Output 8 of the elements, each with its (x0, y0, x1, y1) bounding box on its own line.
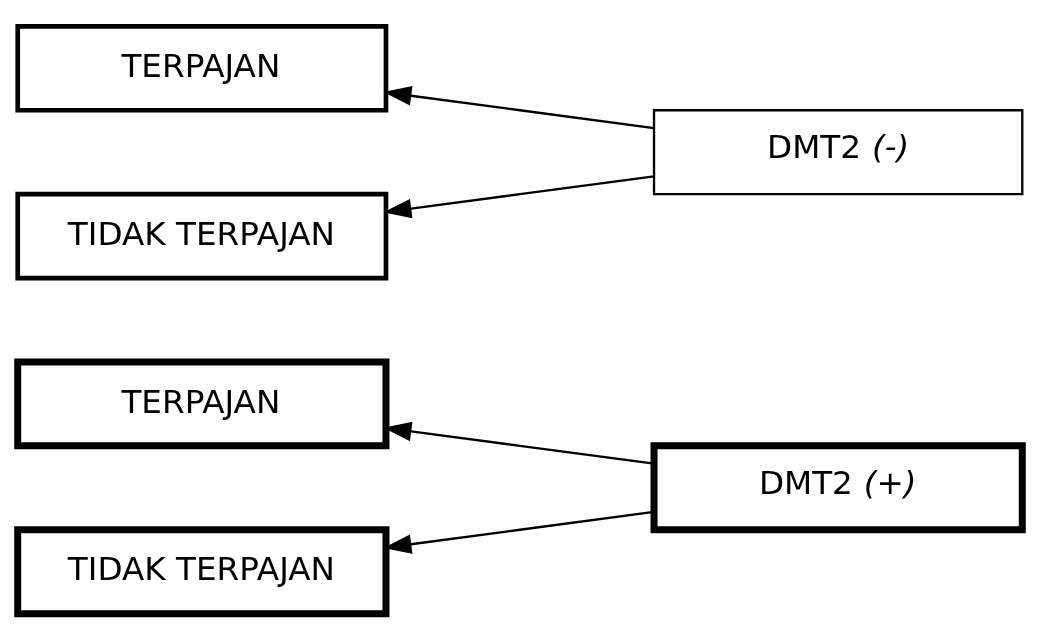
node-box: TERPAJAN (14, 357, 390, 449)
node-box: DMT2 (-) (652, 108, 1024, 195)
node-box: TERPAJAN (15, 23, 389, 113)
arrow (383, 85, 655, 129)
arrow (383, 174, 655, 218)
node-box: TIDAK TERPAJAN (14, 525, 390, 617)
node-box: TIDAK TERPAJAN (15, 191, 389, 280)
node-box: DMT2 (+) (650, 441, 1026, 533)
